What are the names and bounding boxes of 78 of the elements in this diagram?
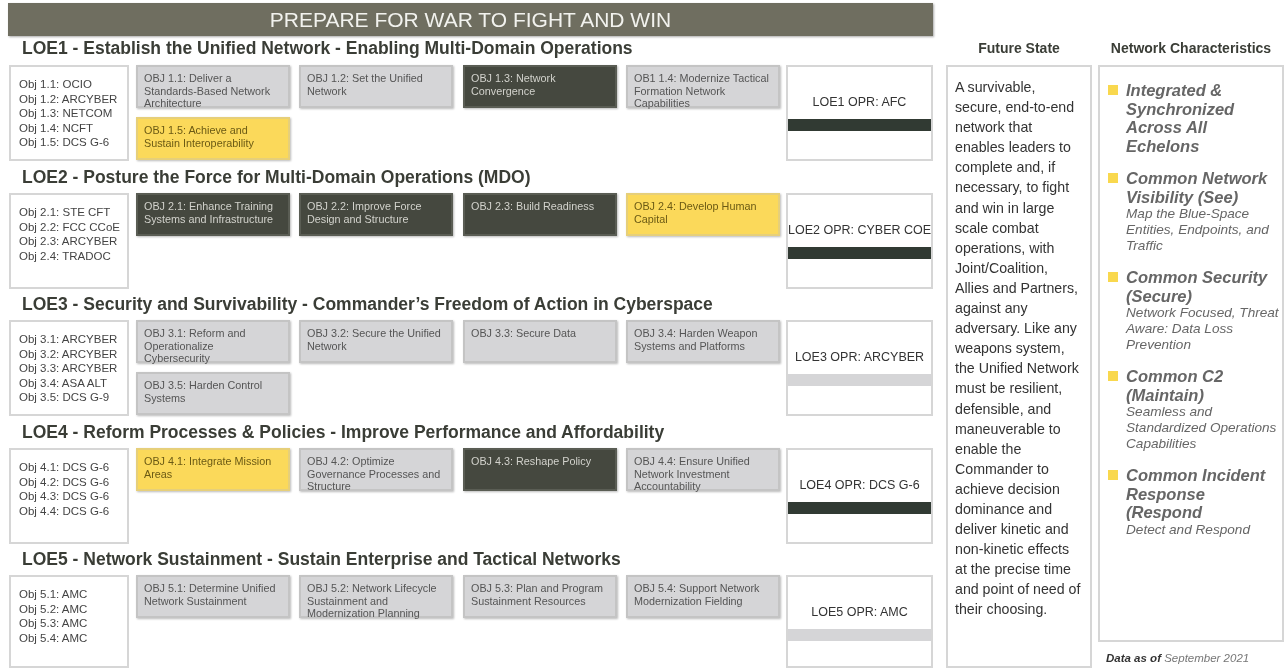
owner-list-box [9,320,129,416]
opr-box [786,575,933,668]
objective-box: OB1 1.4: Modernize Tactical Formation Network Capabilities [626,65,780,108]
objective-box: OBJ 3.2: Secure the Unified Network [299,320,453,363]
section-heading: LOE3 - Security and Survivability - Commander’s Freedom of Action in Cyberspace [22,294,713,315]
objective-box: OBJ 4.4: Ensure Unified Network Investment Accountability [626,448,780,491]
objective-box: OBJ 1.5: Achieve and Sustain Interoperability [136,117,290,160]
owner-entry: Obj 1.2: ARCYBER [19,91,119,106]
opr-label: LOE2 OPR: CYBER COE [788,223,931,237]
owner-entry: Obj 3.5: DCS G-9 [19,390,111,405]
characteristic-description: Map the Blue-Space Entities, Endpoints, and Traffic [1126,206,1270,254]
owner-entry: Obj 1.3: NETCOM [19,106,114,121]
objective-box: OBJ 5.2: Network Lifecycle Sustainment and Modernization Planning [299,575,453,618]
characteristic-title: Common Incident Response (Respond [1126,466,1267,522]
objective-box: OBJ 3.3: Secure Data [463,320,617,363]
future-state-text: A survivable, secure, end-to-end network that enables leaders to complete and, if necessary, to fight and win in large scale combat operations, with Joint/Coalition, Allies and Partners, against any adversary. Like any weapons system, the Unified Network must be resilient, defensible, and maneuverable to enable the Commander to achieve decision dominance and deliver kinetic and non-kinetic effects at the precise time and point of need of their choosing. [954,78,1082,620]
objective-box: OBJ 2.2: Improve Force Design and Structure [299,193,453,236]
objective-box: OBJ 2.3: Build Readiness [463,193,617,236]
owner-entry: Obj 5.1: AMC [19,587,89,602]
owner-list-box [9,193,129,289]
objective-box: OBJ 3.5: Harden Control Systems [136,372,290,415]
owner-list-box [9,448,129,544]
opr-box [786,193,933,289]
objective-box: OBJ 2.1: Enhance Training Systems and Infrastructure [136,193,290,236]
objective-box: OBJ 1.3: Network Convergence [463,65,617,108]
characteristic-title: Common Security (Secure) [1126,268,1269,305]
section-heading: LOE4 - Reform Processes & Policies - Improve Performance and Affordability [22,422,665,443]
objective-box: OBJ 4.2: Optimize Governance Processes and Structure [299,448,453,491]
owner-entry: Obj 5.4: AMC [19,630,89,645]
characteristic-description: Network Focused, Threat Aware: Data Loss Prevention [1126,305,1280,353]
objective-box: OBJ 5.1: Determine Unified Network Sustainment [136,575,290,618]
opr-label: LOE4 OPR: DCS G-6 [798,478,921,492]
section-heading: LOE2 - Posture the Force for Multi-Domain Operations (MDO) [22,167,531,188]
owner-entry: Obj 2.4: TRADOC [19,248,112,263]
column-heading: Future State [977,39,1061,58]
owner-entry: Obj 3.3: ARCYBER [19,361,119,376]
objective-box: OBJ 4.3: Reshape Policy [463,448,617,491]
section-heading: LOE5 - Network Sustainment - Sustain Enterprise and Tactical Networks [22,549,621,570]
section-heading: LOE1 - Establish the Unified Network - Enabling Multi-Domain Operations [22,38,633,59]
objective-box: OBJ 2.4: Develop Human Capital [626,193,780,236]
owner-entry: Obj 4.4: DCS G-6 [19,503,111,518]
owner-entry: Obj 5.3: AMC [19,616,89,631]
owner-list-box [9,65,129,161]
characteristic-description: Seamless and Standardized Operations Capabilities [1126,404,1278,452]
column-heading: Network Characteristics [1109,39,1273,58]
owner-entry: Obj 3.4: ASA ALT [19,375,108,390]
objective-box: OBJ 5.3: Plan and Program Sustainment Resources [463,575,617,618]
opr-label: LOE1 OPR: AFC [811,95,908,109]
opr-box [786,448,933,544]
objective-box: OBJ 5.4: Support Network Modernization Fielding [626,575,780,618]
opr-box [786,320,933,416]
characteristic-title: Common C2 (Maintain) [1126,367,1225,404]
owner-entry: Obj 1.1: OCIO [19,77,93,92]
objective-box: OBJ 4.1: Integrate Mission Areas [136,448,290,491]
characteristic-description: Detect and Respond [1126,521,1252,538]
date-note: Data as of September 2021 [1106,652,1250,664]
characteristic-title: Common Network Visibility (See) [1126,169,1269,206]
owner-entry: Obj 2.3: ARCYBER [19,234,119,249]
owner-entry: Obj 1.5: DCS G-6 [19,135,111,150]
owner-list-box [9,575,129,668]
owner-entry: Obj 4.1: DCS G-6 [19,460,111,475]
opr-box [786,65,933,161]
owner-entry: Obj 1.4: NCFT [19,120,95,135]
owner-entry: Obj 3.2: ARCYBER [19,346,119,361]
objective-box: OBJ 1.1: Deliver a Standards-Based Network Architecture [136,65,290,108]
objective-box: OBJ 1.2: Set the Unified Network [299,65,453,108]
owner-entry: Obj 4.3: DCS G-6 [19,489,111,504]
characteristic-title: Integrated & Synchronized Across All Echelons [1126,81,1236,155]
owner-entry: Obj 2.2: FCC CCoE [19,219,119,234]
owner-entry: Obj 5.2: AMC [19,601,89,616]
opr-label: LOE5 OPR: AMC [810,605,909,619]
owner-entry: Obj 3.1: ARCYBER [19,332,119,347]
owner-entry: Obj 4.2: DCS G-6 [19,474,111,489]
opr-label: LOE3 OPR: ARCYBER [793,350,926,364]
objective-box: OBJ 3.1: Reform and Operationalize Cybersecurity [136,320,290,363]
objective-box: OBJ 3.4: Harden Weapon Systems and Platforms [626,320,780,363]
title-banner: PREPARE FOR WAR TO FIGHT AND WIN [8,3,933,36]
owner-entry: Obj 2.1: STE CFT [19,205,112,220]
